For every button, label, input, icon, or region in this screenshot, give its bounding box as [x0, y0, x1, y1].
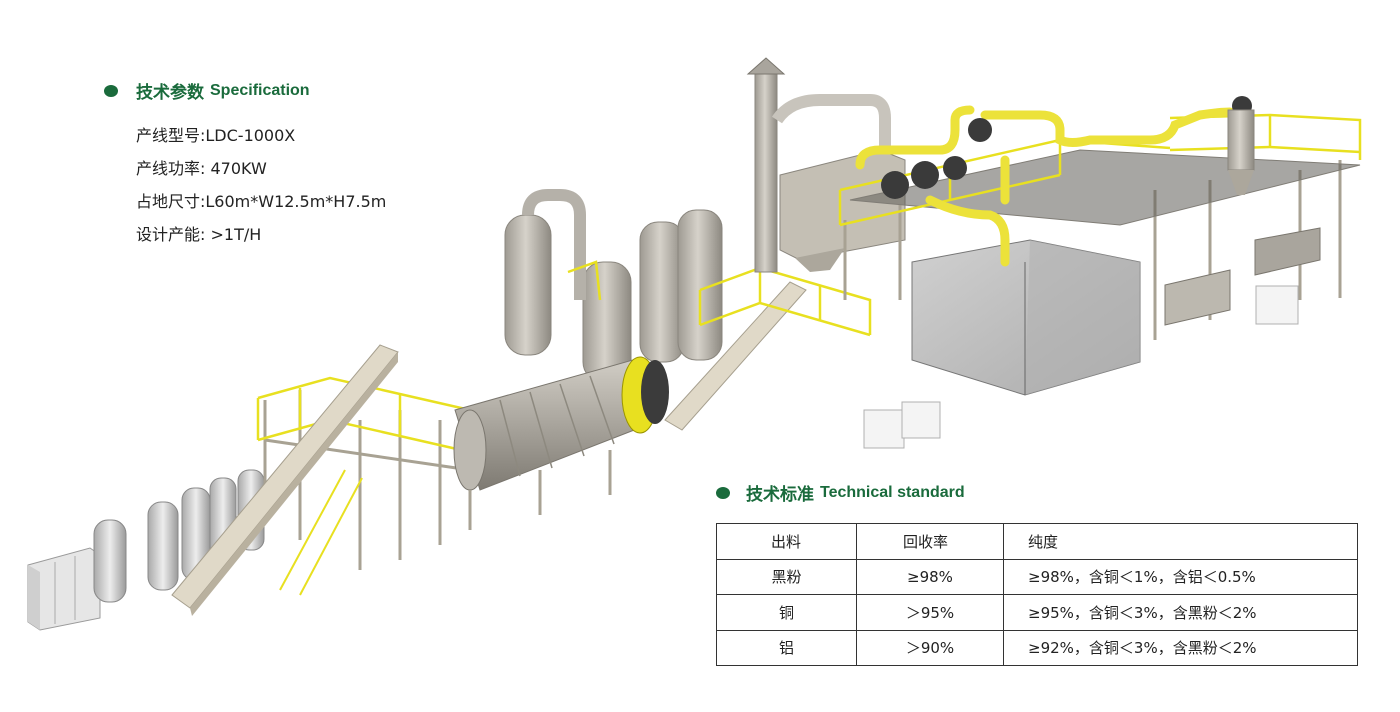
row-purity: ≥95%，含铜＜3%，含黑粉＜2%: [1003, 594, 1358, 631]
technical-standard-title-cn: 技术标准: [746, 485, 814, 505]
scrubber-towers: [504, 189, 723, 383]
dust-collector: [779, 149, 906, 272]
row-material: 铜: [716, 594, 857, 631]
bullet-dot-icon: [716, 486, 730, 499]
row-recovery-rate: ＞95%: [856, 594, 1004, 631]
table-row: 铝 ＞90% ≥92%，含铜＜3%，含黑粉＜2%: [716, 629, 1358, 666]
specification-title-en: Specification: [210, 81, 310, 99]
technical-standard-section: 技术标准 Technical standard: [716, 480, 965, 525]
rotary-kiln: [453, 356, 669, 491]
table-header-row: 出料 回收率 纯度: [716, 523, 1358, 560]
header-purity: 纯度: [1003, 523, 1358, 560]
control-cabinet: [27, 547, 101, 631]
middle-inclined-conveyor: [664, 281, 807, 431]
specification-title-cn: 技术参数: [136, 83, 204, 103]
yellow-air-ducts: [855, 105, 1235, 267]
specification-section: 技术参数 Specification 产线型号:LDC-1000X 产线功率: …: [104, 78, 386, 251]
bullet-dot-icon: [104, 84, 118, 97]
header-output: 出料: [716, 523, 857, 560]
technical-standard-heading: 技术标准 Technical standard: [716, 480, 965, 505]
separator-machines: [1164, 227, 1321, 326]
kiln-base: [468, 450, 612, 530]
spec-capacity: 设计产能: >1T/H: [136, 225, 262, 244]
row-purity: ≥98%，含铜＜1%，含铝＜0.5%: [1003, 558, 1358, 595]
left-stair: [279, 469, 363, 596]
exhaust-stack: [746, 57, 891, 273]
row-material: 黑粉: [716, 558, 857, 595]
spec-model: 产线型号:LDC-1000X: [136, 126, 296, 145]
row-purity: ≥92%，含铜＜3%，含黑粉＜2%: [1003, 629, 1358, 666]
row-material: 铝: [716, 629, 857, 666]
spec-footprint: 占地尺寸:L60m*W12.5m*H7.5m: [136, 192, 387, 211]
table-row: 黑粉 ≥98% ≥98%，含铜＜1%，含铝＜0.5%: [716, 558, 1358, 595]
row-recovery-rate: ≥98%: [856, 558, 1004, 595]
spec-power: 产线功率: 470KW: [136, 159, 267, 178]
right-cyclone: [1227, 109, 1255, 195]
table-row: 铜 ＞95% ≥95%，含铜＜3%，含黑粉＜2%: [716, 594, 1358, 631]
sound-enclosure: [911, 239, 1141, 396]
technical-standard-title-en: Technical standard: [820, 483, 965, 501]
middle-platform-railing: [567, 260, 872, 337]
specification-list: 产线型号:LDC-1000X 产线功率: 470KW 占地尺寸:L60m*W12…: [136, 119, 386, 251]
technical-standard-table: 出料 回收率 纯度 黑粉 ≥98% ≥98%，含铜＜1%，含铝＜0.5% 铜 ＞…: [716, 523, 1358, 666]
specification-heading: 技术参数 Specification: [104, 78, 386, 103]
left-inclined-conveyor: [171, 344, 399, 616]
bulk-bags: [863, 285, 1299, 449]
row-recovery-rate: ＞90%: [856, 629, 1004, 666]
header-recovery-rate: 回收率: [856, 523, 1004, 560]
